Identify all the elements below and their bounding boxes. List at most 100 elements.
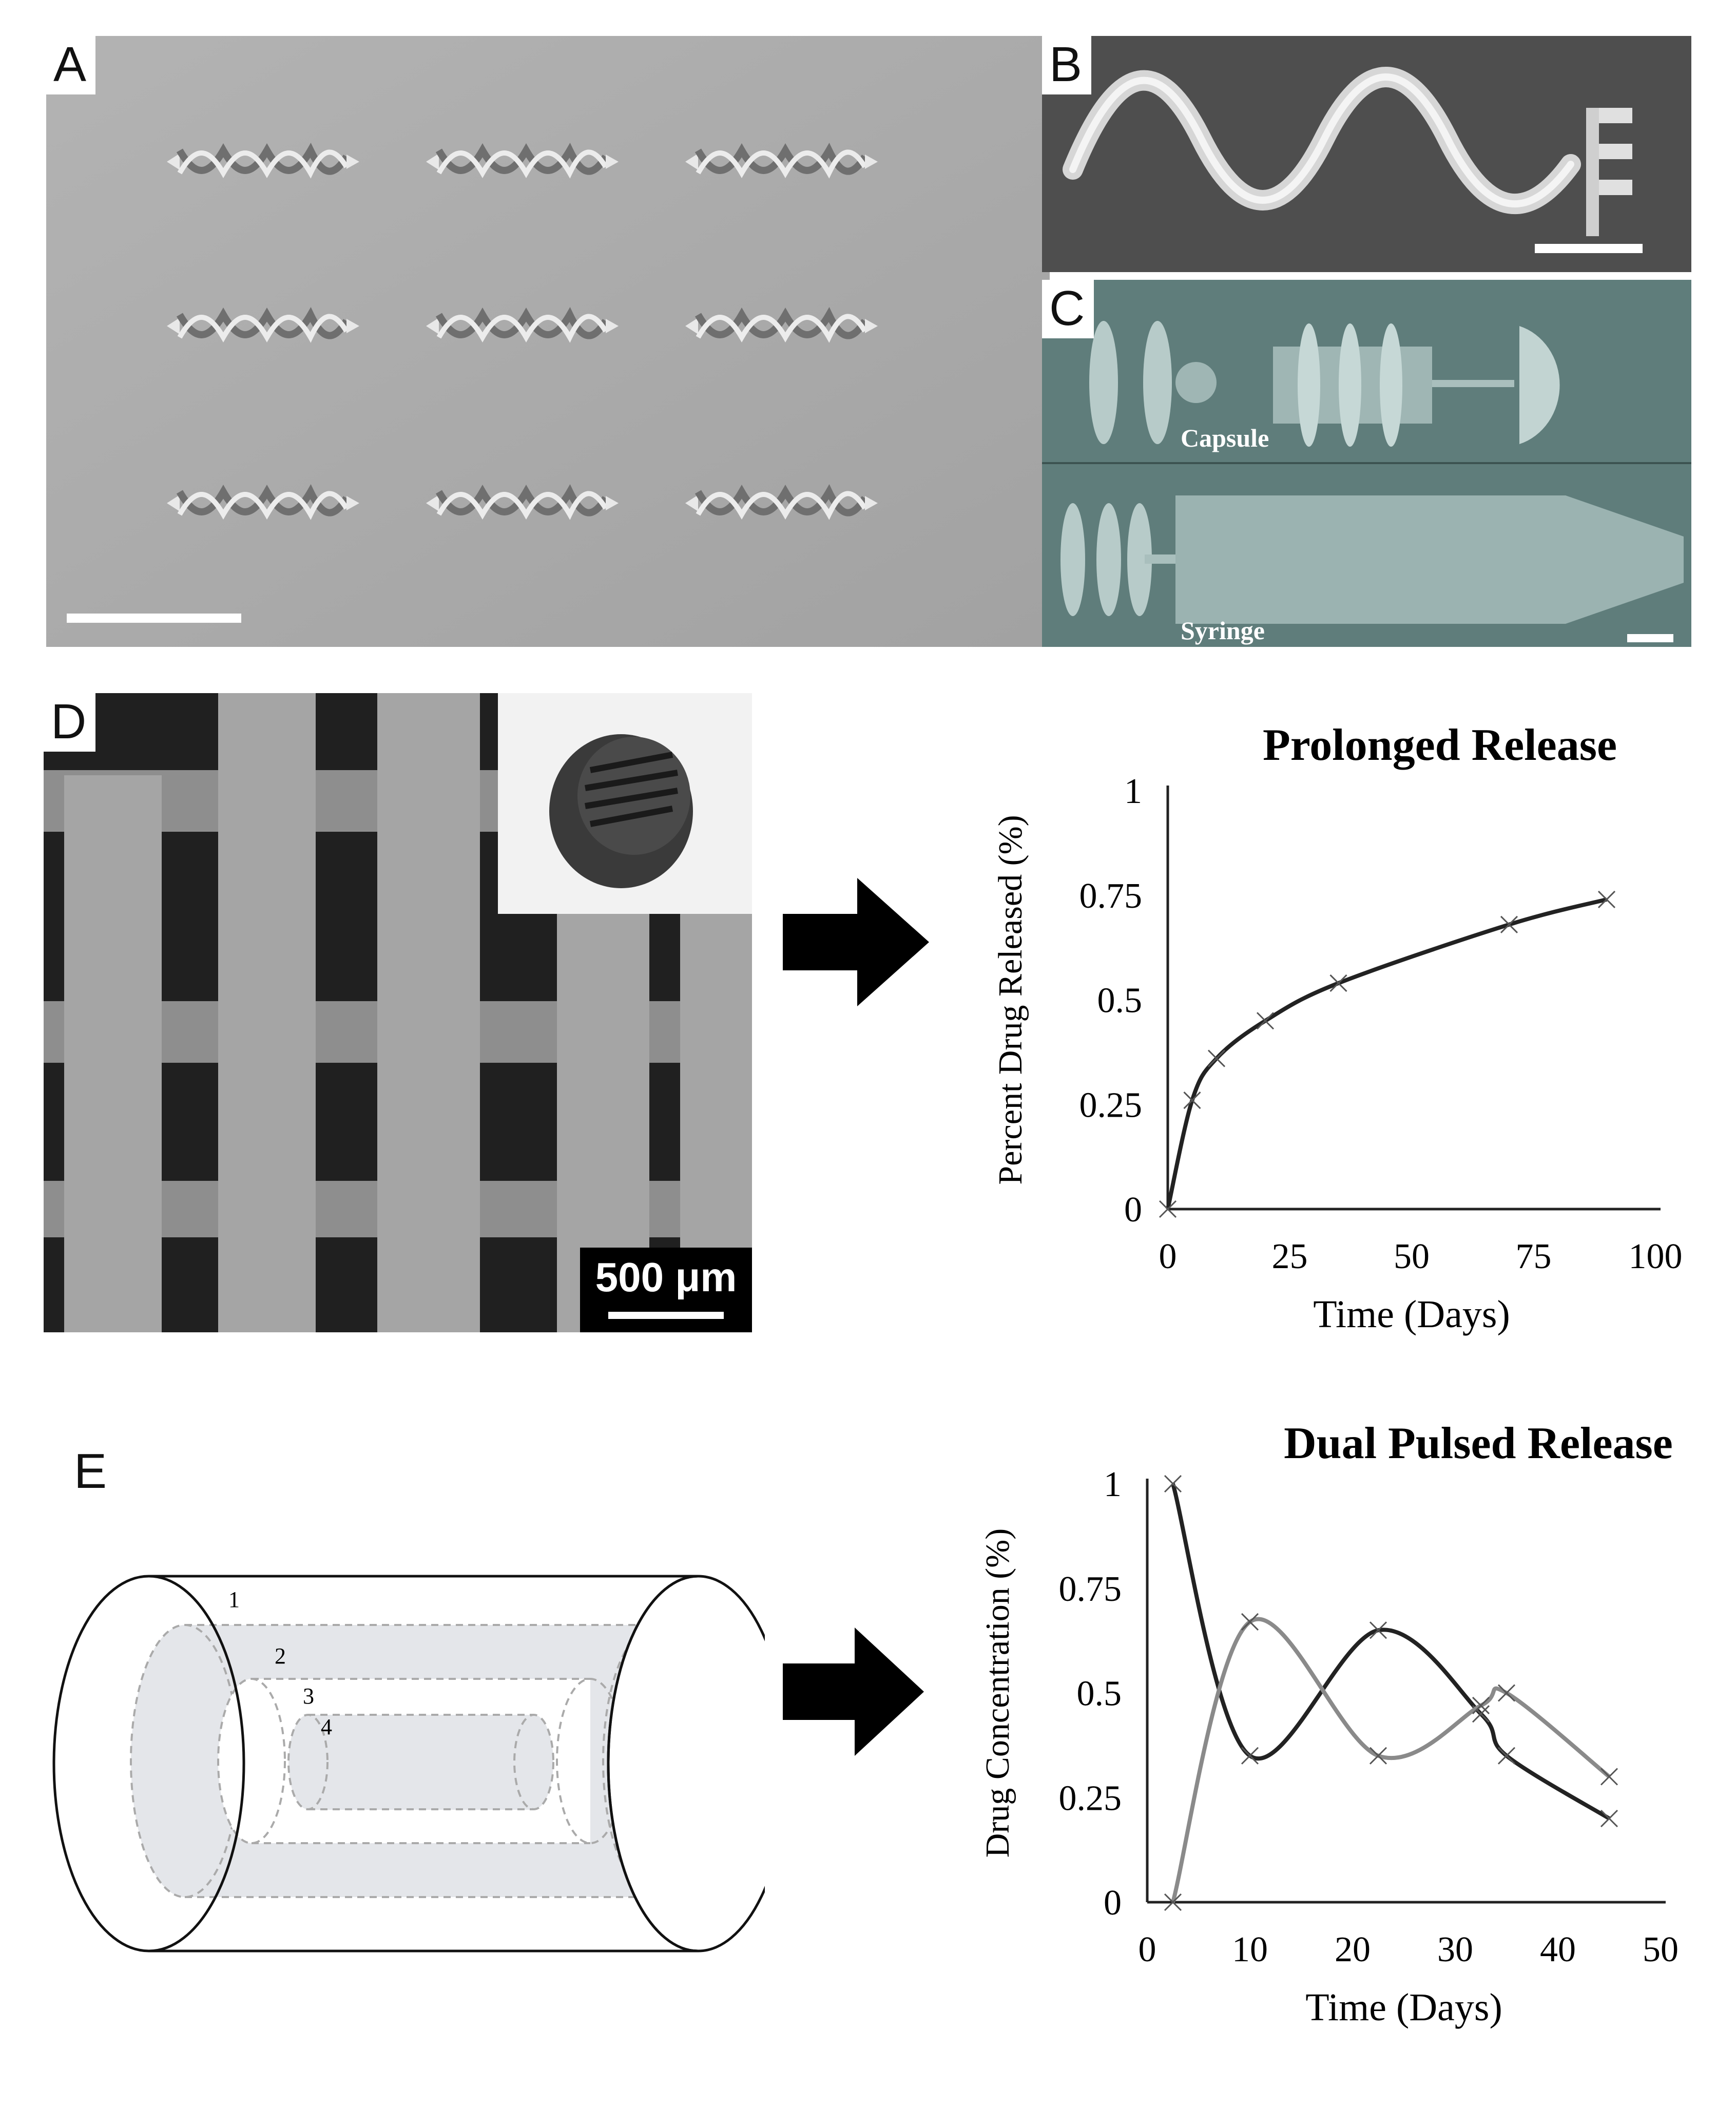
y-tick-label: 1 (1104, 1465, 1122, 1504)
marker-stroke (1597, 890, 1616, 908)
x-tick-label: 50 (1394, 1237, 1430, 1276)
panel-e: E 1 2 3 4 (46, 1438, 765, 1977)
x-tick-label: 75 (1516, 1237, 1552, 1276)
data-point-marker (1159, 1200, 1177, 1218)
data-point-marker (1369, 1621, 1387, 1639)
panel-a: A (46, 36, 1050, 647)
data-point-marker (1600, 1768, 1618, 1786)
marker-stroke (1183, 1092, 1201, 1109)
layer-1-label: 1 (228, 1587, 240, 1612)
panel-a-micrograph (46, 36, 1050, 647)
y-tick-label: 0.75 (1079, 876, 1143, 916)
arrow-d-icon (783, 878, 929, 1006)
panel-label: C (1042, 280, 1094, 338)
panel-b: B (1042, 36, 1691, 272)
y-tick-label: 0.25 (1059, 1778, 1122, 1818)
syringe-caption: Syringe (1181, 616, 1265, 645)
data-point-marker (1256, 1012, 1275, 1030)
y-tick-label: 0.5 (1097, 981, 1143, 1021)
panel-b-micrograph (1042, 36, 1691, 272)
x-tick-label: 30 (1437, 1930, 1473, 1969)
data-point-marker (1600, 1809, 1618, 1828)
x-tick-label: 40 (1540, 1930, 1576, 1969)
chart-title: Dual Pulsed Release (1284, 1419, 1673, 1468)
layer-3-label: 3 (303, 1683, 314, 1709)
prolonged-release-chart: Prolonged Release 0 0.25 0.5 0.75 1 0 25 50 75 100… (992, 720, 1683, 1336)
panel-c: Capsule Syringe C (1042, 280, 1691, 647)
data-point-marker (1500, 915, 1518, 933)
scale-bar (608, 1312, 724, 1319)
data-point-marker (1497, 1684, 1516, 1702)
scale-bar (67, 614, 241, 623)
data-point-marker (1241, 1747, 1259, 1765)
data-point-marker (1183, 1092, 1201, 1109)
marker-stroke (1241, 1747, 1259, 1765)
marker-stroke (1256, 1012, 1275, 1030)
capsule-caption: Capsule (1181, 424, 1269, 452)
x-tick-label: 25 (1272, 1237, 1308, 1276)
series-line (1171, 1617, 1611, 1903)
arrow-e-icon (783, 1628, 924, 1756)
inset-photo (498, 693, 752, 914)
marker-stroke (1600, 1768, 1618, 1786)
data-point-marker (1597, 890, 1616, 908)
marker-stroke (1164, 1893, 1182, 1911)
marker-stroke (1164, 1475, 1182, 1493)
x-tick-label: 10 (1232, 1930, 1268, 1969)
series-line (1171, 1483, 1611, 1821)
marker-stroke (1207, 1049, 1226, 1067)
marker-stroke (1600, 1809, 1618, 1828)
marker-stroke (1472, 1696, 1490, 1715)
marker-stroke (1472, 1705, 1490, 1723)
y-tick-label: 0.75 (1059, 1570, 1122, 1609)
y-axis-label: Percent Drug Released (%) (992, 815, 1029, 1184)
panel-c-micrograph: Capsule Syringe (1042, 280, 1691, 647)
y-tick-label: 0 (1124, 1190, 1142, 1230)
scalebar-label: 500 μm (595, 1254, 737, 1300)
marker-stroke (1241, 1613, 1259, 1631)
marker-stroke (1329, 974, 1347, 992)
chart-title: Prolonged Release (1263, 720, 1617, 770)
x-tick-label: 50 (1643, 1930, 1679, 1969)
scale-bar (1627, 634, 1673, 642)
panel-label: E (67, 1443, 117, 1501)
x-tick-label: 0 (1159, 1237, 1177, 1276)
x-axis-label: Time (Days) (1305, 1986, 1502, 2029)
scalebar-box: 500 μm (580, 1248, 752, 1332)
series-line (1166, 897, 1607, 1210)
layer-2-label: 2 (275, 1643, 286, 1669)
scale-bar (1535, 244, 1643, 253)
y-tick-label: 1 (1124, 772, 1142, 811)
panel-label: A (46, 36, 96, 94)
marker-stroke (1500, 915, 1518, 933)
y-tick-label: 0.5 (1077, 1674, 1122, 1714)
marker-stroke (1369, 1747, 1387, 1765)
data-point-marker (1329, 974, 1347, 992)
x-tick-label: 100 (1629, 1237, 1683, 1276)
marker-stroke (1497, 1747, 1516, 1765)
layered-cylinder-diagram: 1 2 3 4 (52, 1575, 765, 1953)
panel-label: D (44, 693, 96, 752)
data-point-marker (1164, 1475, 1182, 1493)
y-tick-label: 0 (1104, 1883, 1122, 1923)
marker-stroke (1497, 1684, 1516, 1702)
data-point-marker (1241, 1613, 1259, 1631)
data-point-marker (1369, 1747, 1387, 1765)
data-point-marker (1207, 1049, 1226, 1067)
x-tick-label: 20 (1335, 1930, 1371, 1969)
data-point-marker (1164, 1893, 1182, 1911)
layer-4-label: 4 (321, 1714, 332, 1739)
marker-stroke (1369, 1621, 1387, 1639)
data-point-marker (1497, 1747, 1516, 1765)
arrow-shape (783, 1628, 924, 1756)
data-point-marker (1472, 1696, 1490, 1715)
panel-label: B (1042, 36, 1092, 94)
y-tick-label: 0.25 (1079, 1085, 1143, 1125)
marker-stroke (1159, 1200, 1177, 1218)
arrow-shape (783, 878, 929, 1006)
y-axis-label: Drug Concentration (%) (979, 1528, 1016, 1858)
panel-d: 500 μm D (44, 693, 752, 1332)
x-tick-label: 0 (1139, 1930, 1156, 1969)
x-axis-label: Time (Days) (1313, 1293, 1510, 1336)
